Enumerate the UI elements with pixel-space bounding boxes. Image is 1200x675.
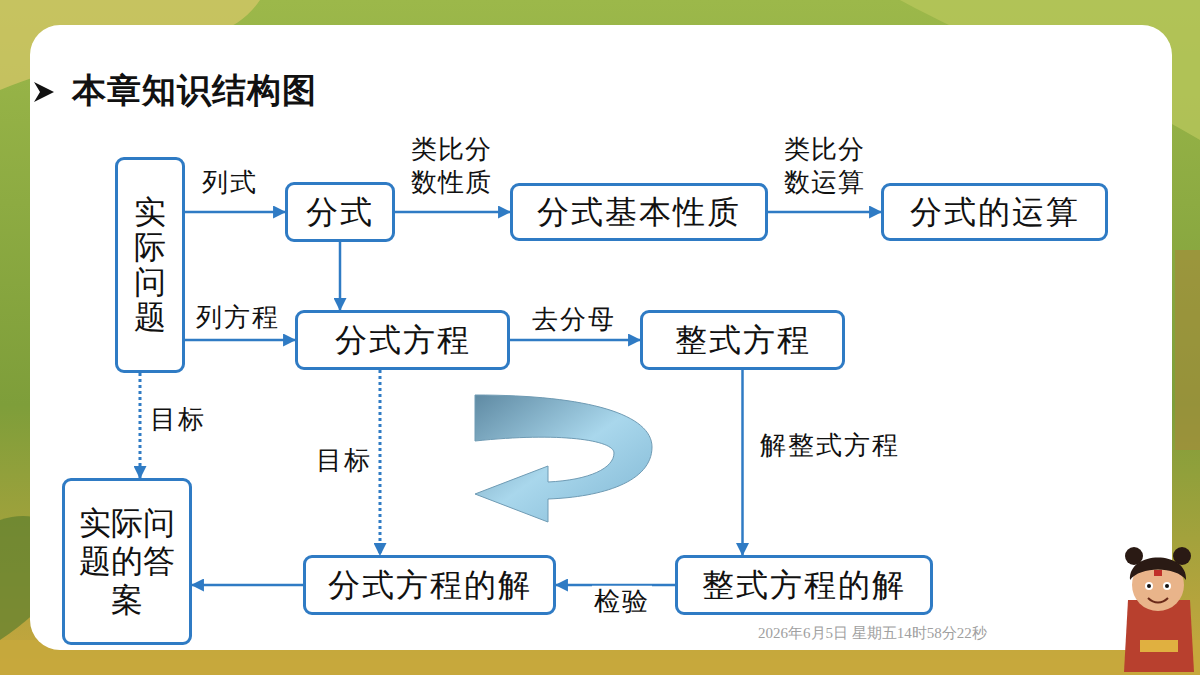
node-text: 分式方程的解: [328, 566, 532, 604]
solution-box: 整式方程的解: [675, 555, 933, 615]
content-panel: [30, 25, 1172, 650]
concept-box: 分式: [285, 182, 395, 242]
node-text: 整式方程: [675, 321, 811, 359]
goal-arrow: [139, 373, 142, 478]
edge-label: 解整式方程: [758, 430, 902, 463]
slide-title: 本章知识结构图: [72, 68, 317, 114]
flow-arrow: [768, 211, 881, 214]
node-text: 实际问题: [134, 195, 166, 336]
bullet-arrow: [34, 82, 54, 102]
solution-box: 分式方程的解: [303, 555, 556, 615]
cycle-arrow: [475, 395, 652, 522]
edge-label: 检验: [592, 586, 652, 619]
edge-label: 列式: [200, 167, 260, 200]
flow-arrow: [192, 584, 303, 587]
wood-panel: [1175, 250, 1200, 450]
goal-arrow: [379, 370, 382, 555]
node-text: 分式: [306, 193, 374, 231]
node-text: 整式方程的解: [702, 566, 906, 604]
answer-box: 实际问题的答案: [62, 478, 192, 645]
operation-box: 分式的运算: [881, 183, 1108, 241]
cartoon-character: [1124, 547, 1194, 672]
problem-box: 实际问题: [115, 157, 185, 373]
flow-arrow: [185, 339, 295, 342]
node-text: 分式方程: [335, 321, 471, 359]
node-text: 分式基本性质: [537, 193, 741, 231]
edge-label: 类比分 数运算: [779, 134, 871, 199]
timestamp-watermark: 2026年6月5日 星期五14时58分22秒: [758, 624, 987, 643]
flow-arrow: [395, 211, 510, 214]
equation-box: 整式方程: [640, 310, 845, 370]
equation-box: 分式方程: [295, 310, 510, 370]
edge-label: 去分母: [530, 304, 618, 337]
edge-label: 目标: [314, 445, 374, 478]
property-box: 分式基本性质: [510, 183, 768, 241]
edge-label: 类比分 数性质: [406, 134, 498, 199]
flow-arrow: [510, 339, 640, 342]
edge-label: 目标: [148, 404, 208, 437]
flow-arrow: [185, 211, 285, 214]
edge-label: 列方程: [194, 302, 282, 335]
node-text: 分式的运算: [910, 193, 1080, 231]
node-text: 实际问题的答案: [77, 504, 176, 619]
flow-arrow: [339, 242, 342, 310]
flow-arrow: [741, 370, 744, 555]
